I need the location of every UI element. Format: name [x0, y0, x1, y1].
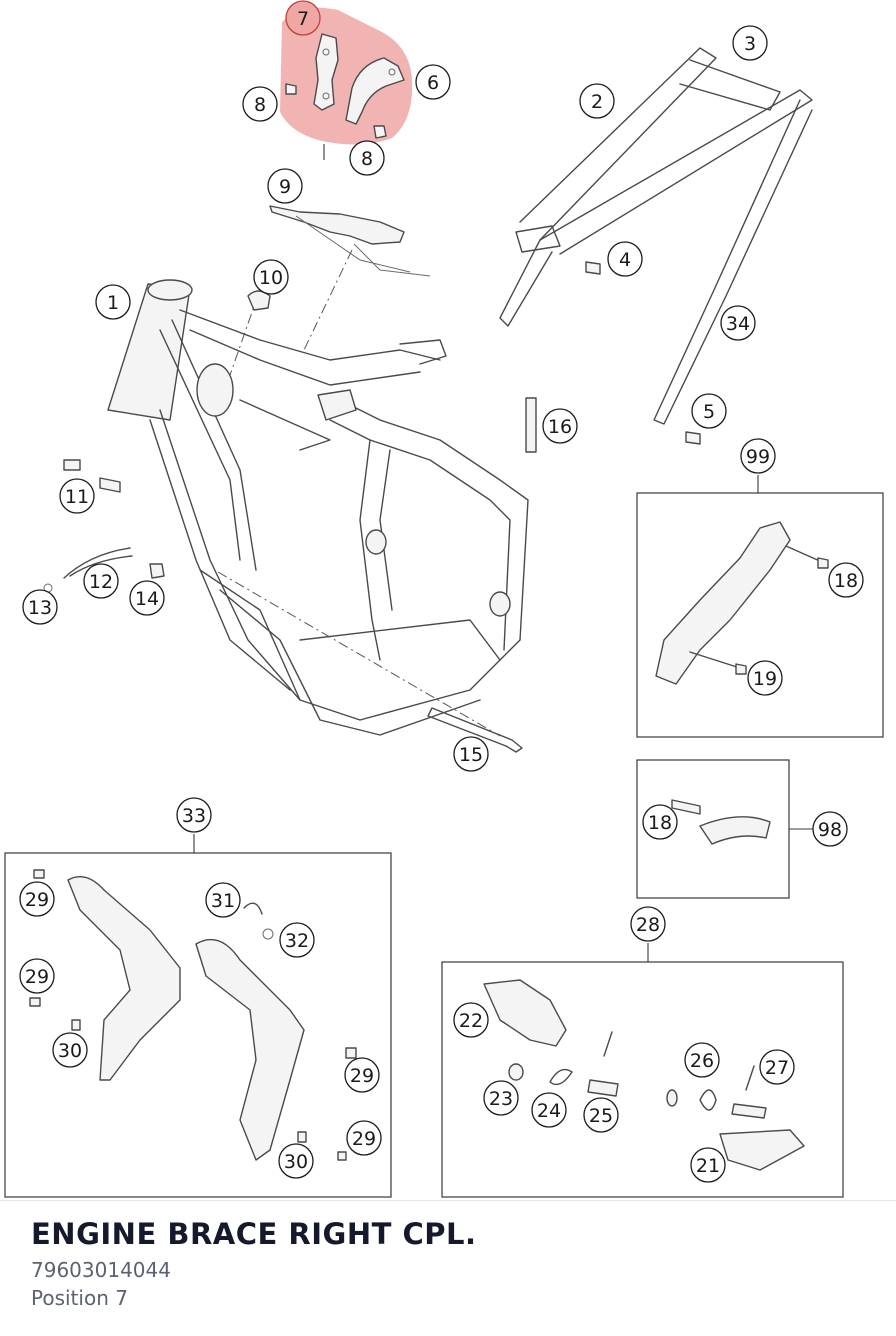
- callout-18[interactable]: 18: [828, 562, 864, 598]
- callout-number: 2: [591, 91, 603, 113]
- callout-1[interactable]: 1: [95, 284, 131, 320]
- callout-number: 99: [746, 446, 770, 468]
- fastener-parts: [43, 261, 701, 753]
- callout-number: 18: [648, 812, 672, 834]
- callout-number: 12: [89, 571, 113, 593]
- part-title: ENGINE BRACE RIGHT CPL.: [31, 1217, 477, 1251]
- callout-98[interactable]: 98: [812, 811, 848, 847]
- guide-part-98: [671, 799, 771, 845]
- callout-number: 9: [279, 176, 291, 198]
- callout-33[interactable]: 33: [176, 797, 212, 833]
- callout-7-highlighted[interactable]: 7: [285, 0, 321, 36]
- box-33: [4, 852, 392, 1198]
- highlight-region: [280, 7, 413, 145]
- chain-guide-part: [655, 521, 829, 685]
- callout-99[interactable]: 99: [740, 438, 776, 474]
- callout-number: 11: [65, 486, 89, 508]
- callout-24[interactable]: 24: [531, 1092, 567, 1128]
- callout-number: 26: [690, 1050, 714, 1072]
- callout-8[interactable]: 8: [349, 140, 385, 176]
- callout-4[interactable]: 4: [607, 241, 643, 277]
- callout-31[interactable]: 31: [205, 882, 241, 918]
- callout-number: 25: [589, 1105, 613, 1127]
- callout-12[interactable]: 12: [83, 563, 119, 599]
- callout-number: 8: [361, 148, 373, 170]
- box-99: [636, 492, 884, 738]
- callout-22[interactable]: 22: [453, 1002, 489, 1038]
- callout-18[interactable]: 18: [642, 804, 678, 840]
- box-28: [441, 961, 844, 1198]
- callout-number: 16: [548, 416, 572, 438]
- callout-number: 22: [459, 1010, 483, 1032]
- callout-9[interactable]: 9: [267, 168, 303, 204]
- callout-28[interactable]: 28: [630, 906, 666, 942]
- callout-number: 23: [489, 1088, 513, 1110]
- callout-number: 19: [753, 668, 777, 690]
- callout-number: 14: [135, 588, 159, 610]
- callout-25[interactable]: 25: [583, 1097, 619, 1133]
- callout-number: 29: [25, 966, 49, 988]
- callout-number: 10: [259, 267, 283, 289]
- callout-number: 7: [297, 8, 309, 30]
- callout-number: 28: [636, 914, 660, 936]
- callout-13[interactable]: 13: [22, 589, 58, 625]
- callout-number: 1: [107, 292, 119, 314]
- callout-5[interactable]: 5: [691, 393, 727, 429]
- callout-29[interactable]: 29: [19, 958, 55, 994]
- callout-16[interactable]: 16: [542, 408, 578, 444]
- part-position: Position 7: [31, 1286, 128, 1310]
- callout-number: 98: [818, 819, 842, 841]
- frame-protector-parts: [29, 869, 357, 1161]
- callout-number: 4: [619, 249, 631, 271]
- callout-32[interactable]: 32: [279, 922, 315, 958]
- callout-19[interactable]: 19: [747, 660, 783, 696]
- callout-6[interactable]: 6: [415, 64, 451, 100]
- callout-26[interactable]: 26: [684, 1042, 720, 1078]
- callout-number: 30: [284, 1151, 308, 1173]
- callout-number: 29: [25, 889, 49, 911]
- callout-number: 32: [285, 930, 309, 952]
- callout-number: 31: [211, 890, 235, 912]
- callout-number: 15: [459, 744, 483, 766]
- callout-3[interactable]: 3: [732, 25, 768, 61]
- callout-number: 18: [834, 570, 858, 592]
- callout-29[interactable]: 29: [346, 1120, 382, 1156]
- callout-number: 29: [350, 1065, 374, 1087]
- main-frame-part-1: [107, 279, 529, 736]
- part-number: 79603014044: [31, 1258, 171, 1282]
- callout-21[interactable]: 21: [690, 1147, 726, 1183]
- callout-number: 29: [352, 1128, 376, 1150]
- callout-11[interactable]: 11: [59, 478, 95, 514]
- callout-number: 21: [696, 1155, 720, 1177]
- callout-number: 5: [703, 401, 715, 423]
- bracket-part-9: [269, 205, 431, 277]
- callout-number: 27: [765, 1057, 789, 1079]
- callout-10[interactable]: 10: [253, 259, 289, 295]
- callout-15[interactable]: 15: [453, 736, 489, 772]
- callout-number: 13: [28, 597, 52, 619]
- engine-brace-parts: [285, 33, 405, 139]
- callout-number: 24: [537, 1100, 561, 1122]
- callout-30[interactable]: 30: [52, 1032, 88, 1068]
- callout-number: 30: [58, 1040, 82, 1062]
- callout-34[interactable]: 34: [720, 305, 756, 341]
- part-info-footer: ENGINE BRACE RIGHT CPL. 79603014044 Posi…: [0, 1200, 896, 1336]
- callout-number: 3: [744, 33, 756, 55]
- callout-2[interactable]: 2: [579, 83, 615, 119]
- callout-30[interactable]: 30: [278, 1143, 314, 1179]
- callout-27[interactable]: 27: [759, 1049, 795, 1085]
- callout-number: 33: [182, 805, 206, 827]
- callout-23[interactable]: 23: [483, 1080, 519, 1116]
- footrest-parts: [483, 979, 805, 1171]
- callout-14[interactable]: 14: [129, 580, 165, 616]
- callout-number: 34: [726, 313, 750, 335]
- subframe-part-2: [499, 47, 813, 425]
- callout-number: 6: [427, 72, 439, 94]
- callout-29[interactable]: 29: [344, 1057, 380, 1093]
- callout-number: 8: [254, 94, 266, 116]
- callout-29[interactable]: 29: [19, 881, 55, 917]
- callout-8[interactable]: 8: [242, 86, 278, 122]
